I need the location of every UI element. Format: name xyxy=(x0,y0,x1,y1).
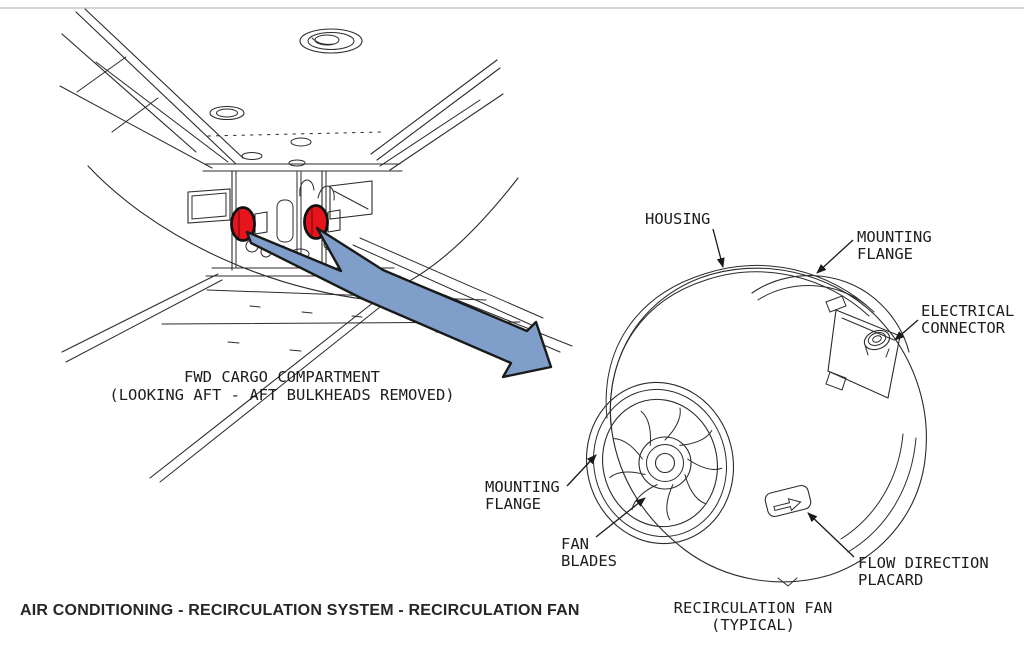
fan-housing xyxy=(605,264,927,587)
rivet-line xyxy=(207,131,383,137)
ceiling-fitting xyxy=(288,159,306,167)
flow-direction-placard-part xyxy=(764,484,812,518)
leader-electrical-connector xyxy=(894,319,919,341)
electrical-connector-part xyxy=(863,329,891,358)
cargo-compartment-illustration xyxy=(59,8,573,483)
ceiling-light-small xyxy=(209,105,245,121)
cargo-caption-line1: FWD CARGO COMPARTMENT xyxy=(184,368,380,386)
fuselage-curve-left xyxy=(87,165,371,301)
label-fan-blades-line2: BLADES xyxy=(561,552,617,570)
fan-blades-part xyxy=(609,407,723,521)
fan-hub xyxy=(638,436,692,490)
label-flow-direction-placard-line2: PLACARD xyxy=(858,571,923,589)
label-mounting-flange-left-line1: MOUNTING xyxy=(485,478,560,496)
fan-inlet-ring xyxy=(585,381,735,545)
label-mounting-flange-top-line2: FLANGE xyxy=(857,245,913,263)
leader-mounting-flange-top xyxy=(816,239,854,274)
label-fan-blades-line1: FAN xyxy=(561,535,589,553)
label-mounting-flange-left-line2: FLANGE xyxy=(485,495,541,513)
ceiling-light-large xyxy=(299,28,363,54)
leader-flow-direction-placard xyxy=(807,512,855,558)
label-electrical-connector-line2: CONNECTOR xyxy=(921,319,1006,337)
recirculation-fan-illustration xyxy=(585,264,927,587)
label-electrical-connector-line1: ELECTRICAL xyxy=(921,302,1014,320)
ceiling-fitting xyxy=(241,152,263,160)
label-mounting-flange-top-line1: MOUNTING xyxy=(857,228,932,246)
zoom-arrow xyxy=(245,226,553,379)
fan-caption-line1: RECIRCULATION FAN xyxy=(674,599,833,617)
cargo-caption-line2: (LOOKING AFT - AFT BULKHEADS REMOVED) xyxy=(109,386,454,404)
leader-housing xyxy=(712,228,725,268)
label-housing: HOUSING xyxy=(645,210,710,228)
page-title: AIR CONDITIONING - RECIRCULATION SYSTEM … xyxy=(20,602,580,619)
label-flow-direction-placard-line1: FLOW DIRECTION xyxy=(858,554,989,572)
leader-mounting-flange-left xyxy=(566,454,597,487)
leader-fan-blades xyxy=(595,497,646,538)
fuselage-curve-right xyxy=(395,177,519,289)
fan-caption-line2: (TYPICAL) xyxy=(711,616,795,634)
ceiling-fitting xyxy=(290,137,312,147)
